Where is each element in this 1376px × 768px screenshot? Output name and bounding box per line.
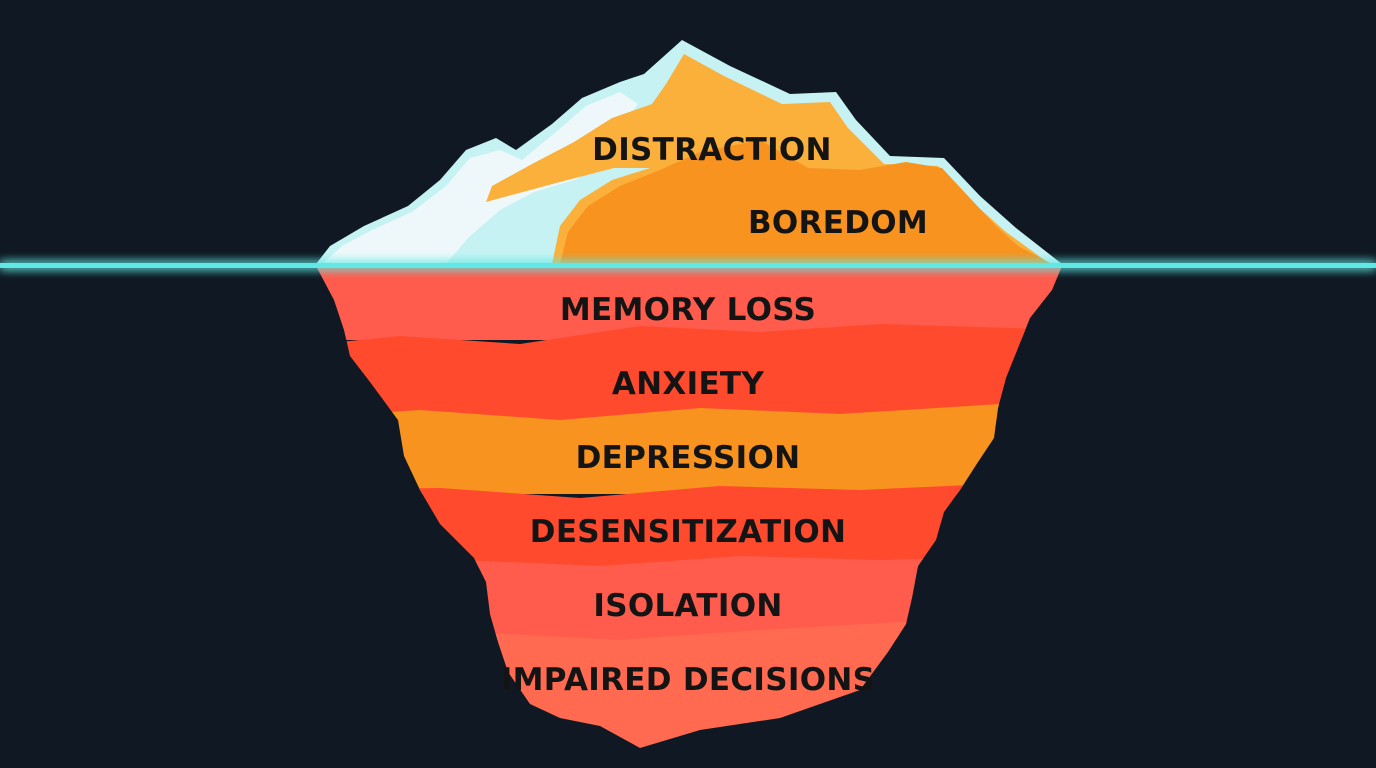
label-isolation: ISOLATION: [593, 588, 782, 624]
band-desensitization: [316, 480, 1062, 568]
tip-orange-dark: [560, 140, 1052, 264]
waterline: [0, 263, 1376, 268]
label-boredom: BOREDOM: [748, 205, 928, 241]
tip-ice-white: [322, 92, 638, 264]
iceberg-tip: [316, 40, 1062, 264]
label-impaired-decisions: IMPAIRED DECISIONS: [501, 662, 875, 698]
label-desensitization: DESENSITIZATION: [530, 514, 846, 550]
label-memory-loss: MEMORY LOSS: [560, 292, 816, 328]
band-depression: [316, 404, 1062, 494]
label-depression: DEPRESSION: [576, 440, 801, 476]
iceberg-underwater: [316, 266, 1062, 748]
label-distraction: DISTRACTION: [592, 132, 832, 168]
label-anxiety: ANXIETY: [612, 366, 764, 402]
band-isolation: [316, 554, 1062, 640]
tip-ice-cyan: [446, 166, 640, 264]
band-anxiety: [316, 324, 1062, 420]
labels: DISTRACTION BOREDOM MEMORY LOSS ANXIETY …: [501, 132, 928, 698]
